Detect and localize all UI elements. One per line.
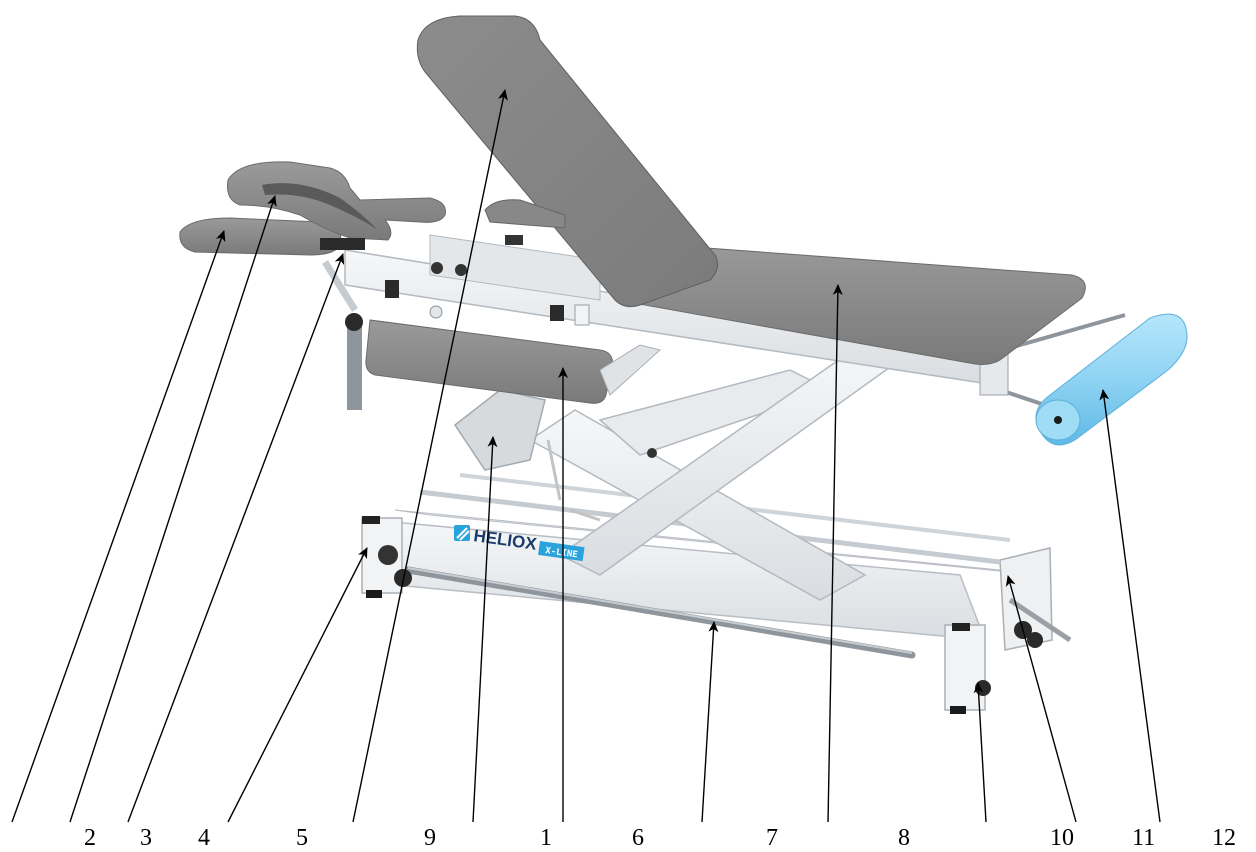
callout-arrow-8 <box>973 682 987 823</box>
motor-unit <box>453 389 601 522</box>
callout-number-5: 5 <box>296 825 308 851</box>
backrest <box>416 15 719 308</box>
callout-number-10: 10 <box>1050 825 1074 851</box>
callout-arrow-2 <box>69 195 277 823</box>
callout-number-4: 4 <box>198 825 210 851</box>
callout-arrow-6 <box>701 621 719 823</box>
callout-number-12: 12 <box>1212 825 1236 851</box>
callout-number-11: 11 <box>1132 825 1155 851</box>
scissor-lift <box>528 344 902 601</box>
head-rest <box>179 161 446 256</box>
callout-number-8: 8 <box>898 825 910 851</box>
callout-number-3: 3 <box>140 825 152 851</box>
back-side-pad <box>484 199 566 229</box>
callout-number-9: 9 <box>424 825 436 851</box>
callout-number-2: 2 <box>84 825 96 851</box>
callout-number-7: 7 <box>766 825 778 851</box>
treatment-table-illustration: HELIOX X-LINE <box>179 15 1188 714</box>
callout-number-6: 6 <box>632 825 644 851</box>
paper-roll <box>1035 313 1188 446</box>
callout-arrow-9 <box>472 436 498 823</box>
callout-arrow-11 <box>1099 389 1161 823</box>
arm-rest <box>365 319 662 404</box>
callout-arrow-7 <box>827 284 843 823</box>
callout-arrow-5 <box>352 89 508 823</box>
callout-number-1: 1 <box>540 825 552 851</box>
callout-arrow-10 <box>1005 575 1077 823</box>
callout-arrows <box>11 89 1161 823</box>
callout-arrow-12 <box>11 230 226 823</box>
brand-logo: HELIOX X-LINE <box>454 525 585 562</box>
brand-sub-text: X-LINE <box>545 546 579 560</box>
callout-arrow-3 <box>127 253 345 823</box>
callout-arrow-4 <box>227 547 368 823</box>
callout-numbers: 2 3 4 5 9 1 6 7 8 10 11 12 <box>84 825 1236 851</box>
